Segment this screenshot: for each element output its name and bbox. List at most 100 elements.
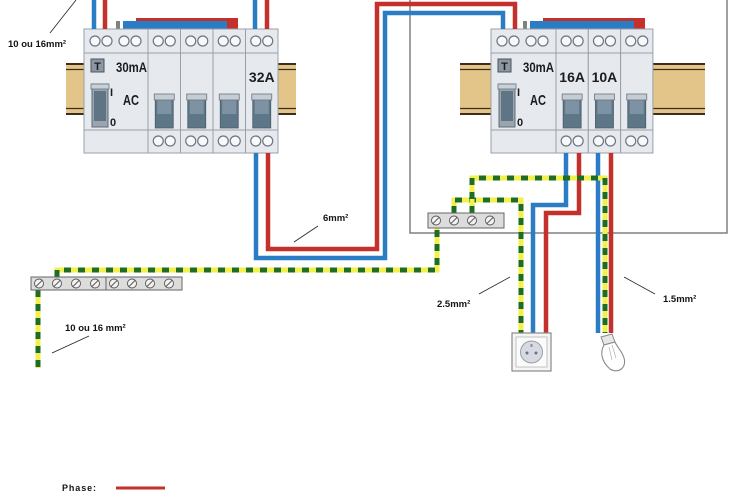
breaker-rating-label: 10A xyxy=(592,69,618,85)
breaker-toggle-switch[interactable] xyxy=(251,93,273,129)
terminal-screw-icon xyxy=(560,135,572,147)
rcd-test-button[interactable]: T xyxy=(90,58,105,73)
breaker-toggle-switch[interactable] xyxy=(626,93,648,129)
rcd-on-label: I xyxy=(110,87,113,99)
lighting-circuit-wires xyxy=(595,153,614,333)
terminal-screw-icon xyxy=(637,135,649,147)
terminal-screw-icon xyxy=(89,35,101,47)
terminal-screw-icon xyxy=(185,135,197,147)
lamp-earth-wire xyxy=(469,175,608,333)
terminal-screw-icon xyxy=(185,35,197,47)
terminal-screw-icon xyxy=(217,135,229,147)
circuit-breaker-module xyxy=(180,28,214,154)
annotation-socket-circuit: 2.5mm² xyxy=(437,276,511,310)
terminal-screw-icon xyxy=(229,135,241,147)
terminal-screw-icon xyxy=(604,35,617,47)
main-earth-terminal-bar xyxy=(30,276,183,291)
rcd-on-label: I xyxy=(517,87,520,99)
annotation-lighting-circuit: 1.5mm² xyxy=(623,276,696,305)
terminal-screw-icon xyxy=(130,35,142,47)
terminal-screw-icon xyxy=(262,35,274,47)
earth-wires xyxy=(35,175,608,368)
terminal-screw-icon xyxy=(525,35,537,47)
terminal-screw-icon xyxy=(164,135,176,147)
rcd-off-label: 0 xyxy=(110,117,116,129)
terminal-screw-icon xyxy=(101,35,113,47)
legend-phase-label: Phase: xyxy=(62,483,96,493)
terminal-screw-icon xyxy=(197,135,209,147)
earth-bar-screw-icon xyxy=(467,215,477,226)
breaker-toggle-switch[interactable] xyxy=(153,93,175,129)
terminal-screw-icon xyxy=(592,135,605,147)
terminal-screw-icon xyxy=(592,35,605,47)
annotation-link-cable: 6mm² xyxy=(293,213,348,243)
breaker-rating-label: 16A xyxy=(559,69,585,85)
main-earth-link-wire xyxy=(54,228,440,277)
terminal-screw-icon xyxy=(164,35,176,47)
terminal-screw-icon xyxy=(250,135,262,147)
comb-busbar xyxy=(116,18,238,29)
breaker-toggle-switch[interactable] xyxy=(594,93,615,129)
sub-panel-enclosure xyxy=(409,0,728,234)
rcd-type-label: AC xyxy=(123,92,139,109)
light-bulb-icon xyxy=(600,333,626,372)
terminal-screw-icon xyxy=(262,135,274,147)
terminal-screw-icon xyxy=(572,135,584,147)
link-neutral-wire xyxy=(253,10,506,261)
label-supply-earth: 10 ou 16mm² xyxy=(8,39,66,50)
terminal-screw-icon xyxy=(625,135,637,147)
rcd-toggle-switch[interactable] xyxy=(90,83,110,128)
rcd-off-label: 0 xyxy=(517,117,523,129)
breaker-toggle-switch[interactable] xyxy=(561,93,583,129)
label-link-cable: 6mm² xyxy=(323,213,348,224)
rcd-test-button[interactable]: T xyxy=(497,58,512,73)
link-cable xyxy=(253,1,518,261)
earth-bar-screw-icon xyxy=(71,278,81,289)
terminal-screw-icon xyxy=(572,35,584,47)
terminal-screw-icon xyxy=(560,35,572,47)
terminal-screw-icon xyxy=(197,35,209,47)
legend: Phase: xyxy=(62,483,165,493)
terminal-screw-icon xyxy=(637,35,649,47)
breaker-toggle-switch[interactable] xyxy=(218,93,240,129)
earth-bar-screw-icon xyxy=(145,278,155,289)
label-lighting-circuit: 1.5mm² xyxy=(663,294,696,305)
terminal-screw-icon xyxy=(118,35,130,47)
rcd-sensitivity-label: 30mA xyxy=(523,59,554,75)
terminal-screw-icon xyxy=(508,35,520,47)
terminal-screw-icon xyxy=(229,35,241,47)
terminal-screw-icon xyxy=(625,35,637,47)
annotation-supply-earth: 10 ou 16mm² xyxy=(8,0,77,50)
label-socket-circuit: 2.5mm² xyxy=(437,299,470,310)
rcd-test-label: T xyxy=(501,61,508,73)
earth-bar-screw-icon xyxy=(127,278,137,289)
earth-bar-screw-icon xyxy=(449,215,459,226)
rcd-type-label: AC xyxy=(530,92,546,109)
breaker-toggle-switch[interactable] xyxy=(186,93,208,129)
circuit-breaker-module xyxy=(620,28,654,154)
rcd-toggle-switch[interactable] xyxy=(497,83,517,128)
terminal-screw-icon xyxy=(152,35,164,47)
label-earth-electrode: 10 ou 16 mm² xyxy=(65,323,126,334)
terminal-screw-icon xyxy=(152,135,164,147)
socket-phase-wire xyxy=(543,153,582,334)
earth-bar-screw-icon xyxy=(34,278,44,289)
terminal-screw-icon xyxy=(250,35,262,47)
terminal-screw-icon xyxy=(217,35,229,47)
rcd-test-label: T xyxy=(94,61,101,73)
circuit-breaker-module: 10A xyxy=(587,28,622,154)
supply-wires xyxy=(91,0,270,29)
breaker-rating-label: 32A xyxy=(249,69,275,85)
earth-bar-screw-icon xyxy=(164,278,174,289)
sub-earth-terminal-bar xyxy=(427,212,505,229)
earth-bar-screw-icon xyxy=(52,278,62,289)
terminal-screw-icon xyxy=(604,135,617,147)
circuit-breaker-module: 16A xyxy=(555,28,589,154)
earth-bar-screw-icon xyxy=(485,215,495,226)
socket-outlet-icon xyxy=(511,332,552,372)
rcd-sensitivity-label: 30mA xyxy=(116,59,147,75)
earth-bar-screw-icon xyxy=(90,278,100,289)
